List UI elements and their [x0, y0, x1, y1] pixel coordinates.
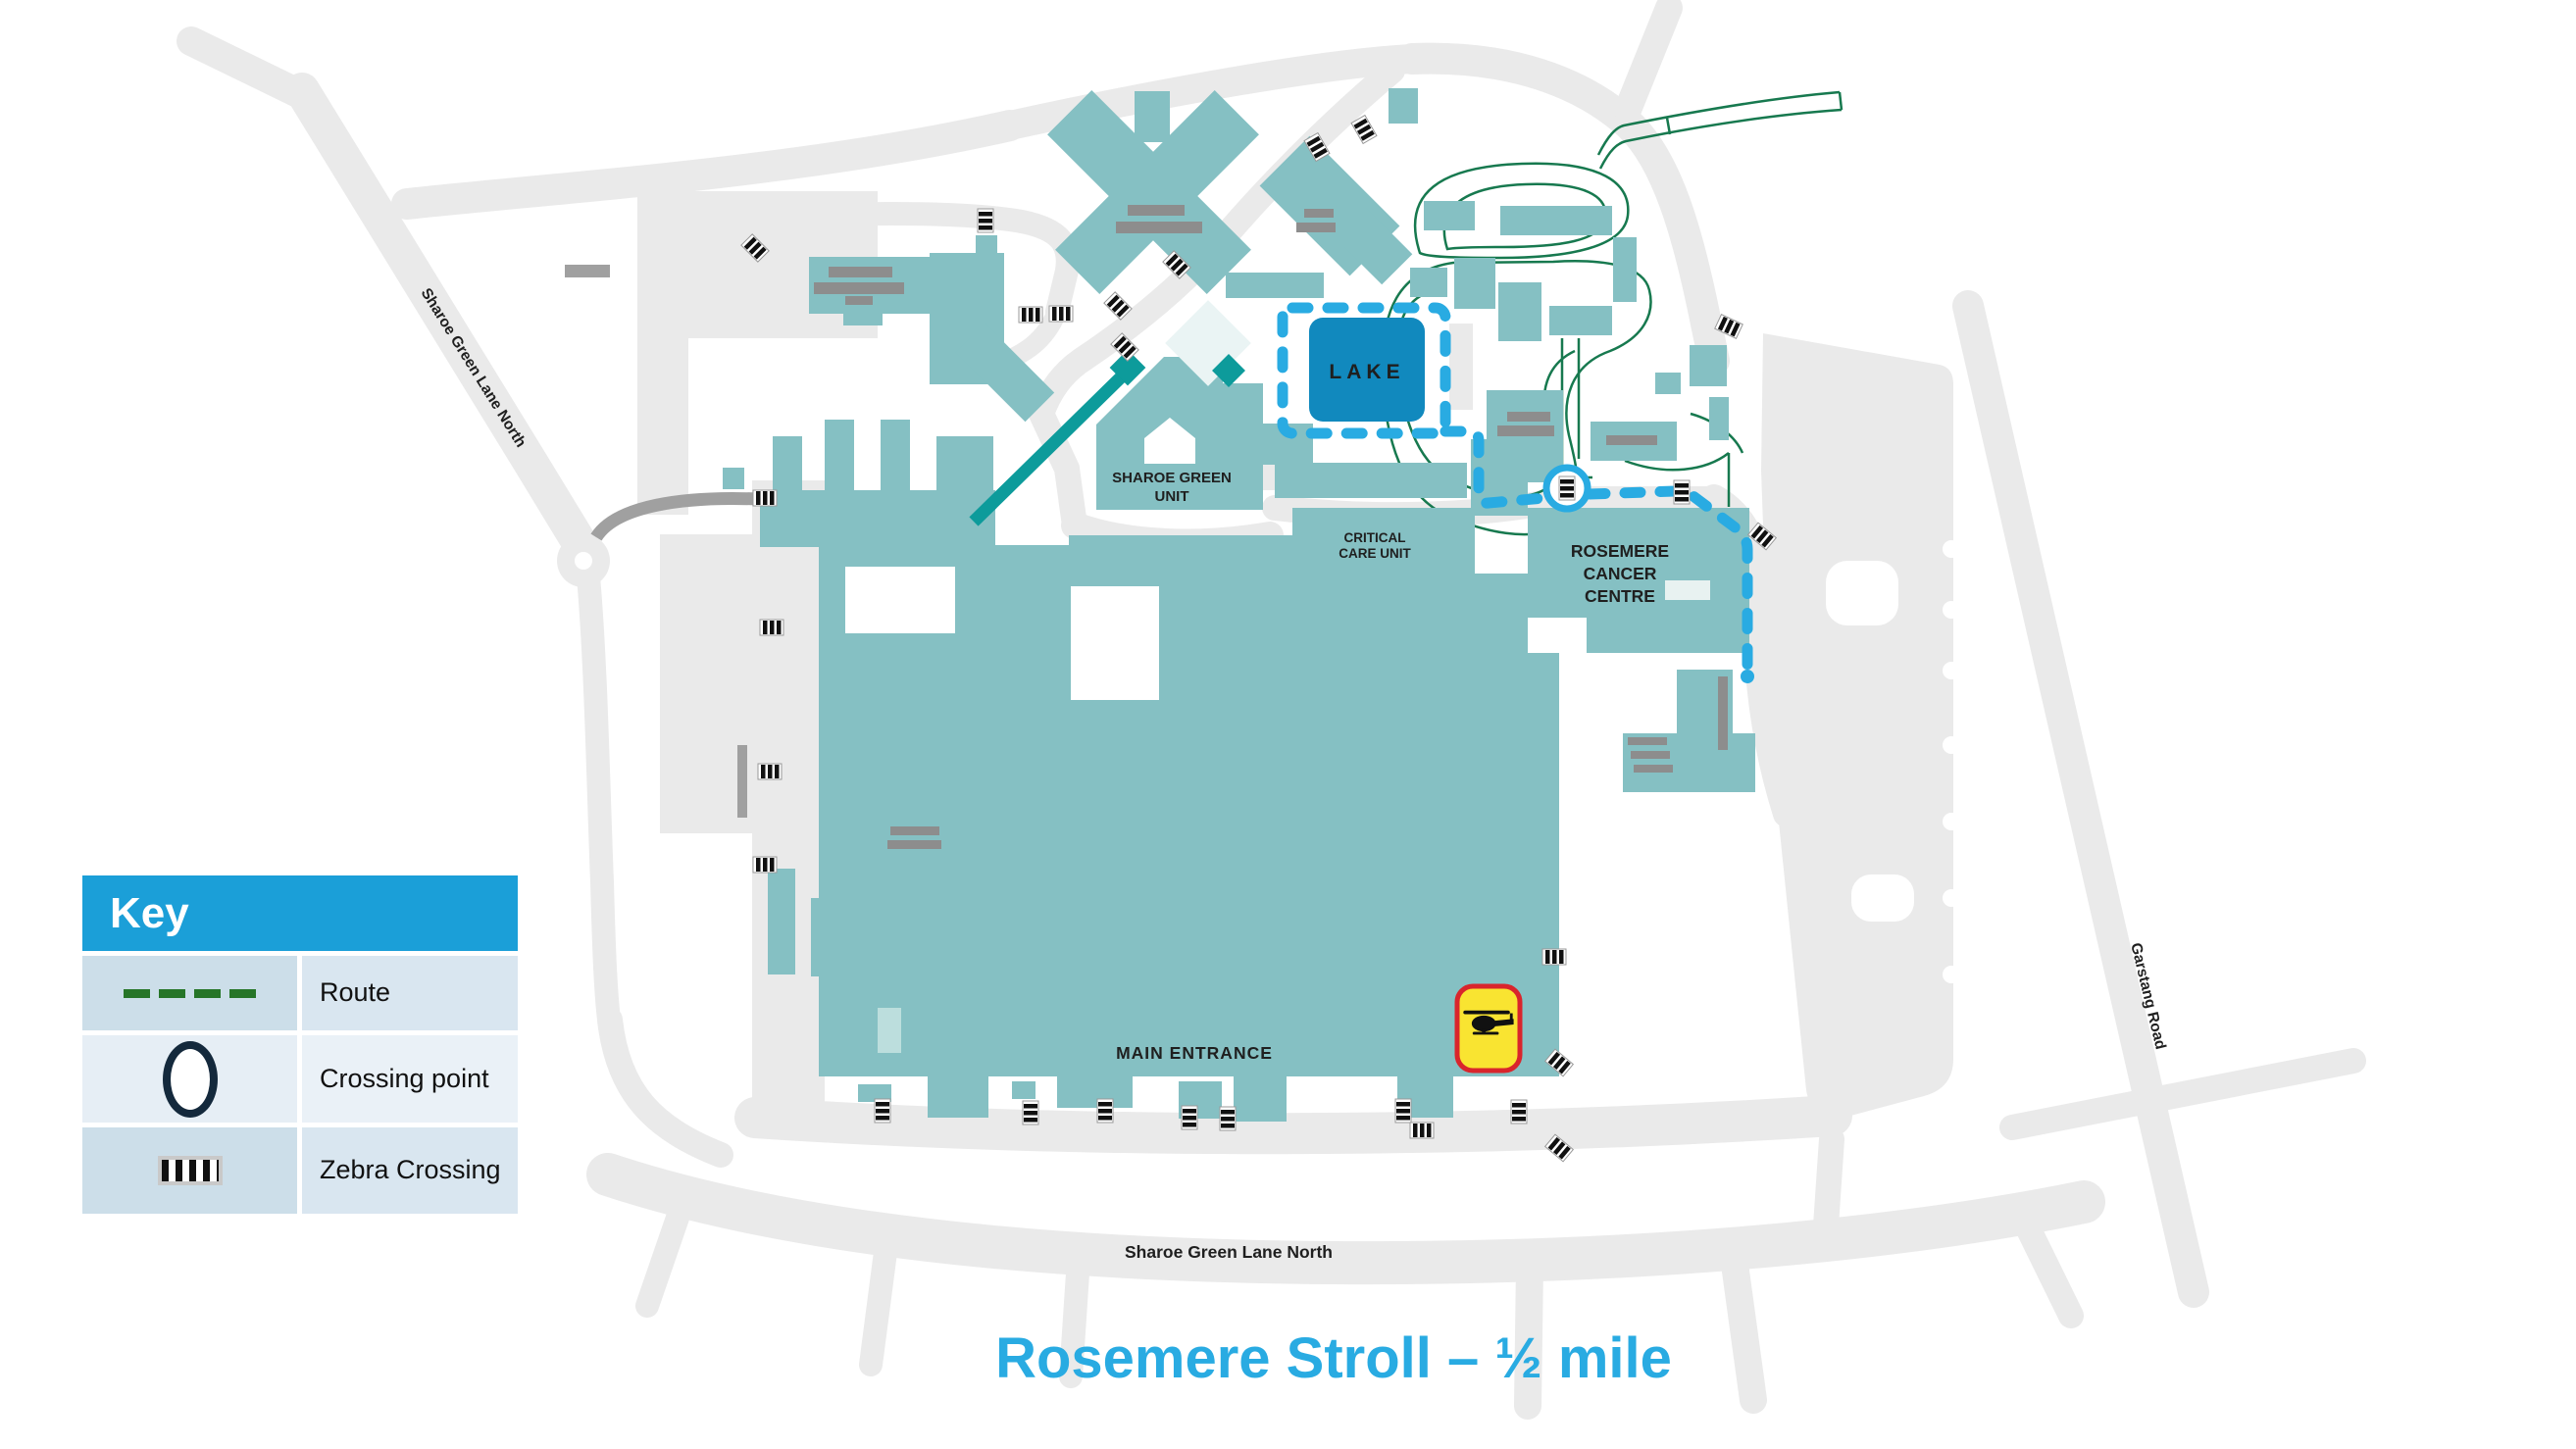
covered-walkway	[969, 368, 1131, 526]
road-label-sharoe-green-lane-north-south: Sharoe Green Lane North	[1125, 1242, 1333, 1262]
road-white-details	[575, 540, 1960, 983]
zebra-crossing-icon	[82, 1127, 297, 1214]
zebra-crossing-icon	[1409, 1122, 1435, 1139]
zebra-crossing-icon	[1022, 1100, 1039, 1125]
key-row-zebra-crossing-label: Zebra Crossing	[302, 1127, 518, 1214]
building-courtyards	[845, 418, 1587, 700]
critical-care-unit-label: CRITICAL	[1344, 530, 1406, 545]
zebra-crossing-icon	[1096, 1098, 1114, 1124]
zebra-crossing-icon	[752, 856, 778, 874]
zebra-crossing-icon	[1018, 306, 1043, 324]
zebra-crossing-icon	[1510, 1099, 1528, 1124]
zebra-crossing-icon	[752, 489, 778, 507]
map-title: Rosemere Stroll – ½ mile	[995, 1326, 1672, 1390]
zebra-crossing-icon	[1541, 948, 1567, 966]
zebra-crossing-icon	[759, 619, 784, 636]
building-insets	[878, 580, 1710, 1053]
lake: LAKE	[1309, 318, 1425, 422]
road-label-sharoe-green-lane-north-west: Sharoe Green Lane North	[418, 285, 530, 450]
roof-details	[814, 205, 1728, 849]
crossing-point-icon	[1542, 464, 1591, 513]
route-end-dot	[1741, 670, 1754, 683]
key-row-route-label: Route	[302, 956, 518, 1030]
rosemere-cancer-centre-label: ROSEMERE	[1571, 541, 1669, 561]
road-areas	[557, 191, 1953, 1120]
key-legend: Key Route Crossing point Zebra Crossing	[82, 875, 518, 1214]
zebra-crossing-icon	[757, 763, 783, 780]
zebra-crossing-icon	[977, 208, 994, 233]
route-dashes-icon	[82, 956, 297, 1030]
zebra-crossing-icon	[1673, 479, 1691, 505]
helipad-icon	[1454, 983, 1523, 1074]
main-entrance-label: MAIN ENTRANCE	[1116, 1043, 1273, 1063]
sharoe-green-unit-label: SHAROE GREEN	[1112, 470, 1232, 486]
crossing-point-icon	[82, 1035, 297, 1123]
special-buildings	[969, 300, 1251, 526]
key-title: Key	[110, 888, 189, 937]
rosemere-cancer-centre-label: CENTRE	[1585, 586, 1655, 606]
critical-care-unit-label: CARE UNIT	[1339, 546, 1411, 561]
key-header: Key	[82, 875, 518, 951]
rosemere-cancer-centre-label: CANCER	[1584, 564, 1657, 583]
zebra-crossing-icon	[1394, 1098, 1412, 1124]
buildings	[723, 88, 1755, 1122]
zebra-crossing-icon	[1219, 1106, 1237, 1131]
zebra-crossing-icon	[1048, 305, 1074, 323]
key-row-crossing-point-label: Crossing point	[302, 1035, 518, 1123]
zebra-crossing-icon	[1181, 1105, 1198, 1130]
zebra-crossing-icon	[874, 1098, 891, 1124]
sharoe-green-unit-label: UNIT	[1155, 488, 1189, 505]
lake-label: LAKE	[1329, 361, 1404, 383]
